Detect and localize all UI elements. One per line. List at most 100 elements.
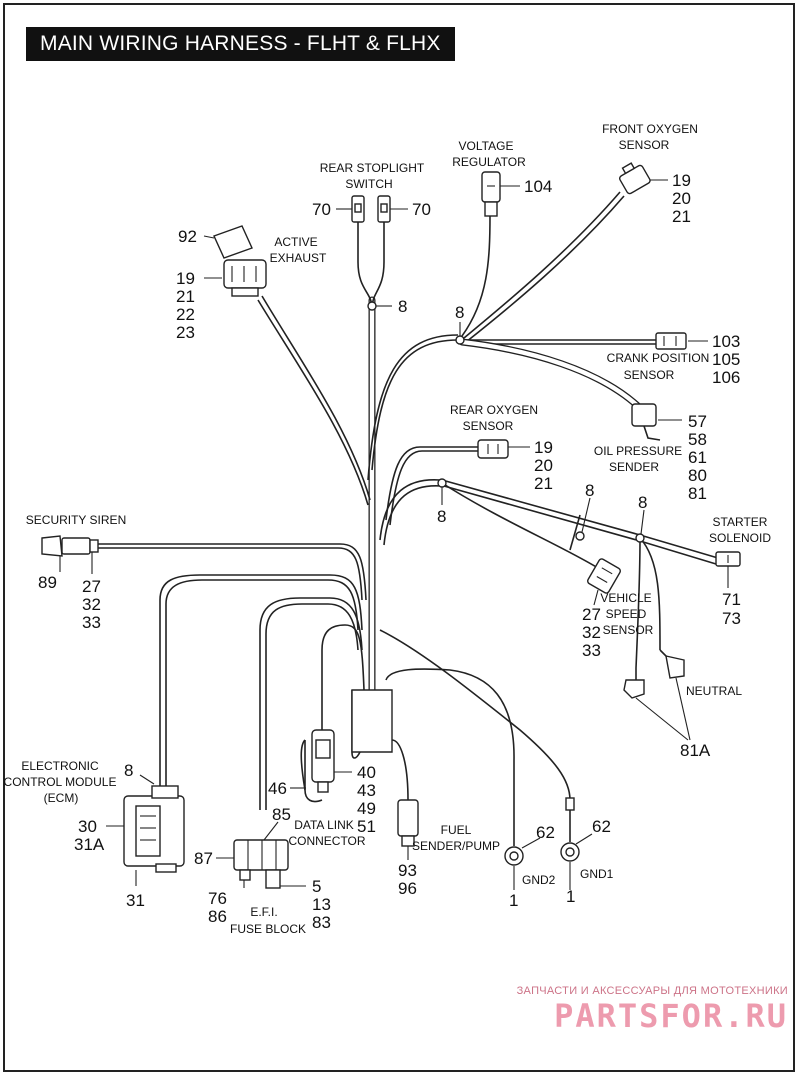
gnd2-label: GND2: [522, 873, 556, 887]
watermark-logo: PARTSFOR.RU: [554, 997, 788, 1035]
active-exhaust-connector[interactable]: [213, 225, 267, 297]
trunk-junction: [351, 689, 393, 759]
efi-fuse-block-ref-1: 5: [312, 877, 321, 896]
rear-oxygen-sensor-label-1: REAR OXYGEN: [450, 403, 538, 417]
neutral-label: NEUTRAL: [686, 684, 742, 698]
efi-fuse-block-ref-bottom-2: 86: [208, 907, 227, 926]
security-siren-ref-3: 33: [82, 613, 101, 632]
voltage-regulator-connector[interactable]: [481, 171, 501, 217]
diagram-frame: [3, 3, 795, 1072]
ecm-label-1: ELECTRONIC: [21, 759, 99, 773]
diagram-title: MAIN WIRING HARNESS - FLHT & FLHX: [26, 27, 455, 61]
fuel-sender-pump-ref-1: 93: [398, 861, 417, 880]
data-link-connector-label-1: DATA LINK: [294, 818, 354, 832]
rear-oxygen-sensor-connector[interactable]: [477, 439, 509, 459]
vehicle-speed-sensor-label-2: SPEED: [606, 607, 647, 621]
gnd2-ref-top: 62: [536, 823, 555, 842]
rear-oxygen-sensor-ref-1: 19: [534, 438, 553, 457]
vehicle-speed-sensor-connector[interactable]: [587, 558, 622, 594]
clip-c4-ref: 8: [585, 481, 594, 500]
starter-solenoid-label-2: SOLENOID: [709, 531, 771, 545]
starter-solenoid-ref-2: 73: [722, 609, 741, 628]
data-link-connector-ref-1: 40: [357, 763, 376, 782]
rear-stoplight-switch-label-2: SWITCH: [345, 177, 392, 191]
rear-stoplight-switch-connector-right[interactable]: [377, 195, 391, 223]
security-siren-ref-2: 32: [82, 595, 101, 614]
fuel-sender-pump-label-1: FUEL: [441, 823, 472, 837]
active-exhaust-label-1: ACTIVE: [274, 235, 317, 249]
efi-fuse-block-ref-3: 83: [312, 913, 331, 932]
active-exhaust-ref-2: 21: [176, 287, 195, 306]
rear-oxygen-sensor-ref-2: 20: [534, 456, 553, 475]
clip-c2-ref: 8: [455, 303, 464, 322]
crank-position-sensor-label-1: CRANK POSITION: [607, 351, 710, 365]
clip-c1-ref: 8: [398, 297, 407, 316]
active-exhaust-ref-1: 19: [176, 269, 195, 288]
active-exhaust-ref-top: 92: [178, 227, 197, 246]
oil-pressure-sender-ref-2: 58: [688, 430, 707, 449]
ecm-label-2: CONTROL MODULE: [4, 775, 117, 789]
oil-pressure-sender-ref-5: 81: [688, 484, 707, 503]
vehicle-speed-sensor-label-3: SENSOR: [603, 623, 654, 637]
rear-oxygen-sensor-ref-3: 21: [534, 474, 553, 493]
ecm-connector[interactable]: [123, 785, 185, 873]
oil-pressure-sender-label-1: OIL PRESSURE: [594, 444, 682, 458]
rear-stoplight-switch-connector-left[interactable]: [351, 195, 365, 223]
neutral-switch-connector-right[interactable]: [665, 655, 685, 679]
vehicle-speed-sensor-label-1: VEHICLE: [600, 591, 651, 605]
voltage-regulator-label-2: REGULATOR: [452, 155, 526, 169]
leader-lines: [59, 179, 729, 890]
front-oxygen-sensor-label-1: FRONT OXYGEN: [602, 122, 698, 136]
data-link-connector-ref-left: 46: [268, 779, 287, 798]
clip-c4: [575, 531, 585, 541]
oil-pressure-sender-connector[interactable]: [631, 403, 661, 441]
data-link-connector-ref-4: 51: [357, 817, 376, 836]
efi-fuse-block-label-1: E.F.I.: [250, 905, 277, 919]
starter-solenoid-ref-1: 71: [722, 590, 741, 609]
active-exhaust-ref-3: 22: [176, 305, 195, 324]
watermark-tagline: ЗАПЧАСТИ И АКСЕССУАРЫ ДЛЯ МОТОТЕХНИКИ: [516, 985, 788, 997]
components: [41, 159, 741, 889]
voltage-regulator-ref: 104: [524, 177, 552, 196]
gnd2-ring-terminal[interactable]: [504, 846, 524, 866]
efi-fuse-block[interactable]: [233, 839, 289, 889]
security-siren-ref-left: 89: [38, 573, 57, 592]
efi-fuse-block-label-2: FUSE BLOCK: [230, 922, 306, 936]
front-oxygen-sensor-ref-3: 21: [672, 207, 691, 226]
front-oxygen-sensor-ref-2: 20: [672, 189, 691, 208]
rear-stoplight-switch-label-1: REAR STOPLIGHT: [320, 161, 425, 175]
data-link-connector-ref-2: 43: [357, 781, 376, 800]
fuel-sender-pump-ref-2: 96: [398, 879, 417, 898]
clip-c5: [635, 533, 645, 543]
crank-position-sensor-ref-1: 103: [712, 332, 740, 351]
crank-position-sensor-connector[interactable]: [655, 332, 687, 350]
clip-c2: [455, 335, 465, 345]
ecm-ref-top: 8: [124, 761, 133, 780]
vehicle-speed-sensor-ref-2: 32: [582, 623, 601, 642]
gnd1-ring-terminal[interactable]: [560, 797, 580, 862]
fuel-sender-pump-connector[interactable]: [397, 799, 419, 847]
efi-fuse-block-ref-2: 13: [312, 895, 331, 914]
front-oxygen-sensor-connector[interactable]: [616, 159, 652, 195]
gnd1-label: GND1: [580, 867, 614, 881]
rear-oxygen-sensor-label-2: SENSOR: [463, 419, 514, 433]
efi-fuse-block-ref-top: 85: [272, 805, 291, 824]
efi-fuse-block-ref-left: 87: [194, 849, 213, 868]
rear-stoplight-switch-ref-left: 70: [312, 200, 331, 219]
crank-position-sensor-ref-3: 106: [712, 368, 740, 387]
ecm-ref-bottom: 31: [126, 891, 145, 910]
gnd1-ref-top: 62: [592, 817, 611, 836]
voltage-regulator-label-1: VOLTAGE: [459, 139, 514, 153]
data-link-connector-ref-3: 49: [357, 799, 376, 818]
active-exhaust-ref-4: 23: [176, 323, 195, 342]
ecm-label-3: (ECM): [44, 791, 79, 805]
neutral-switch-connector-left[interactable]: [623, 679, 645, 699]
wires: [96, 191, 719, 846]
data-link-connector[interactable]: [300, 729, 335, 793]
security-siren-connector[interactable]: [41, 535, 99, 557]
front-oxygen-sensor-label-2: SENSOR: [619, 138, 670, 152]
starter-solenoid-connector[interactable]: [715, 551, 741, 567]
clip-c1: [367, 301, 377, 311]
active-exhaust-label-2: EXHAUST: [270, 251, 327, 265]
